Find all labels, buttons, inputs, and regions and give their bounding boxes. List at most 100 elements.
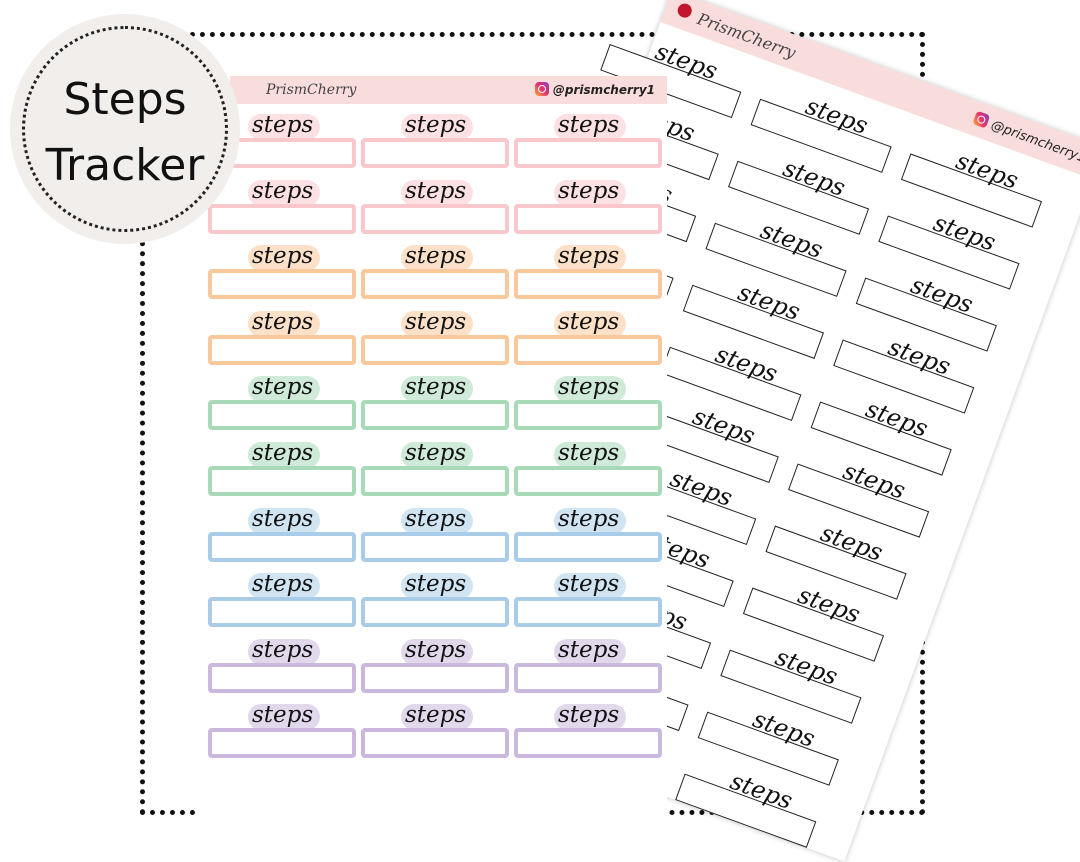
sticker-box — [208, 400, 356, 431]
front-sticker: steps — [361, 110, 509, 170]
sticker-box — [361, 400, 509, 431]
sticker-highlight — [554, 573, 626, 600]
sticker-highlight — [554, 704, 626, 731]
sticker-word: steps — [558, 505, 620, 532]
sticker-box — [208, 269, 356, 300]
sticker-box — [208, 466, 356, 496]
sticker-word: steps — [405, 243, 467, 270]
sticker-word: steps — [252, 243, 314, 270]
sticker-highlight — [554, 376, 626, 403]
sticker-box — [514, 269, 662, 300]
badge-title-line1: Steps — [63, 74, 187, 125]
sticker-highlight — [401, 376, 473, 403]
sticker-word: steps — [405, 112, 467, 138]
front-sticker: steps — [208, 307, 356, 367]
sticker-word: steps — [405, 505, 467, 532]
sticker-highlight — [554, 507, 626, 534]
sticker-word: steps — [558, 243, 620, 270]
front-sticker: steps — [208, 176, 356, 236]
cherry-icon — [675, 1, 694, 20]
front-sticker: steps — [361, 504, 509, 564]
sticker-box — [514, 531, 662, 562]
sticker-highlight — [554, 179, 626, 206]
sticker-word: steps — [252, 636, 314, 663]
front-sticker: steps — [514, 504, 662, 564]
sticker-highlight — [248, 573, 320, 600]
front-instagram-handle: @prismcherry1 — [534, 82, 655, 97]
front-sticker: steps — [361, 241, 509, 301]
sticker-word: steps — [558, 177, 620, 204]
front-sticker: steps — [514, 700, 662, 760]
sticker-box — [208, 334, 356, 365]
sticker-highlight — [248, 179, 320, 206]
sticker-highlight — [554, 245, 626, 272]
front-sheet-header: PrismCherry @prismcherry1 — [230, 76, 667, 104]
sticker-word: steps — [558, 374, 620, 401]
back-handle-text: @prismcherry1 — [988, 117, 1080, 167]
front-handle-text: @prismcherry1 — [552, 83, 655, 97]
sticker-box — [514, 662, 662, 693]
sticker-highlight — [248, 310, 320, 337]
front-sticker: steps — [208, 569, 356, 629]
sticker-highlight — [401, 507, 473, 534]
front-sticker: steps — [361, 635, 509, 695]
front-sticker: steps — [361, 372, 509, 432]
instagram-icon — [534, 82, 549, 96]
sticker-box — [361, 334, 509, 365]
instagram-icon — [972, 110, 991, 129]
front-sticker: steps — [208, 700, 356, 760]
sticker-highlight — [248, 704, 320, 731]
sticker-word: steps — [252, 440, 314, 466]
sticker-word: steps — [558, 702, 620, 729]
sticker-highlight — [248, 442, 320, 468]
sticker-box — [208, 597, 356, 628]
front-sticker: steps — [514, 176, 662, 236]
sticker-highlight — [401, 442, 473, 468]
front-sticker: steps — [208, 438, 356, 498]
front-sticker: steps — [361, 176, 509, 236]
sticker-word: steps — [558, 571, 620, 598]
front-brand-label: PrismCherry — [266, 82, 357, 98]
sticker-box — [361, 597, 509, 628]
front-sticker: steps — [514, 569, 662, 629]
sticker-box — [208, 531, 356, 562]
sticker-box — [208, 203, 356, 234]
sticker-box — [361, 728, 509, 759]
sticker-word: steps — [252, 571, 314, 598]
sticker-word: steps — [558, 440, 620, 466]
sticker-box — [361, 269, 509, 300]
sticker-highlight — [554, 114, 626, 140]
sticker-box — [514, 138, 662, 168]
sticker-word: steps — [405, 440, 467, 466]
badge-title-line2: Tracker — [45, 140, 205, 191]
sticker-highlight — [554, 442, 626, 468]
sticker-box — [361, 203, 509, 234]
sticker-word: steps — [558, 112, 620, 138]
sticker-word: steps — [252, 177, 314, 204]
sticker-word: steps — [252, 112, 314, 138]
sticker-box — [208, 662, 356, 693]
sticker-box — [361, 662, 509, 693]
sticker-highlight — [401, 245, 473, 272]
sticker-highlight — [248, 245, 320, 272]
sticker-word: steps — [252, 308, 314, 335]
sticker-box — [361, 531, 509, 562]
sticker-box — [514, 203, 662, 234]
front-sticker: steps — [514, 307, 662, 367]
sticker-highlight — [401, 638, 473, 665]
sticker-highlight — [401, 114, 473, 140]
front-sticker: steps — [361, 569, 509, 629]
front-sticker: steps — [208, 635, 356, 695]
sticker-word: steps — [252, 505, 314, 532]
sticker-highlight — [554, 638, 626, 665]
sticker-highlight — [248, 114, 320, 140]
sticker-highlight — [401, 704, 473, 731]
front-sticker: steps — [514, 635, 662, 695]
sticker-box — [514, 728, 662, 759]
sticker-word: steps — [558, 636, 620, 663]
sticker-box — [514, 334, 662, 365]
sticker-highlight — [248, 638, 320, 665]
sticker-word: steps — [405, 374, 467, 401]
sticker-box — [208, 728, 356, 759]
